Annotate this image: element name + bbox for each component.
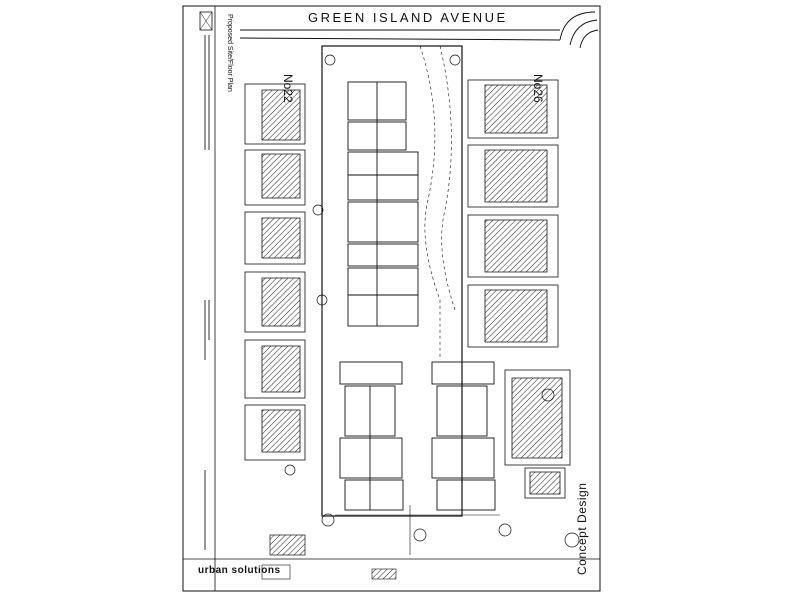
right-neighbour-number: No26 (531, 74, 545, 103)
drawing-subtitle: Proposed Site/Floor Plan (226, 14, 233, 92)
trees (284, 54, 580, 548)
scale-box (371, 568, 397, 580)
revision-box (261, 564, 291, 580)
title-block-text-lines (204, 35, 210, 550)
site-boundary (321, 45, 463, 517)
proposed-units-north (347, 81, 419, 327)
left-neighbour-lots (244, 83, 306, 461)
right-neighbour-lots (467, 79, 571, 499)
stage-label: Concept Design (575, 482, 589, 575)
proposed-units-south (339, 361, 496, 511)
corner-roadway (559, 11, 599, 49)
left-neighbour-number: No22 (281, 74, 295, 103)
sheet-border (182, 5, 601, 592)
title-block-logo (199, 11, 213, 31)
right-neighbour-buildings (484, 84, 563, 495)
left-neighbour-buildings (261, 89, 301, 453)
driveway (419, 45, 456, 360)
street-name-label: GREEN ISLAND AVENUE (308, 10, 508, 25)
lower-structure (269, 534, 306, 556)
street-edge (239, 29, 561, 41)
company-name: urban solutions (198, 565, 281, 576)
